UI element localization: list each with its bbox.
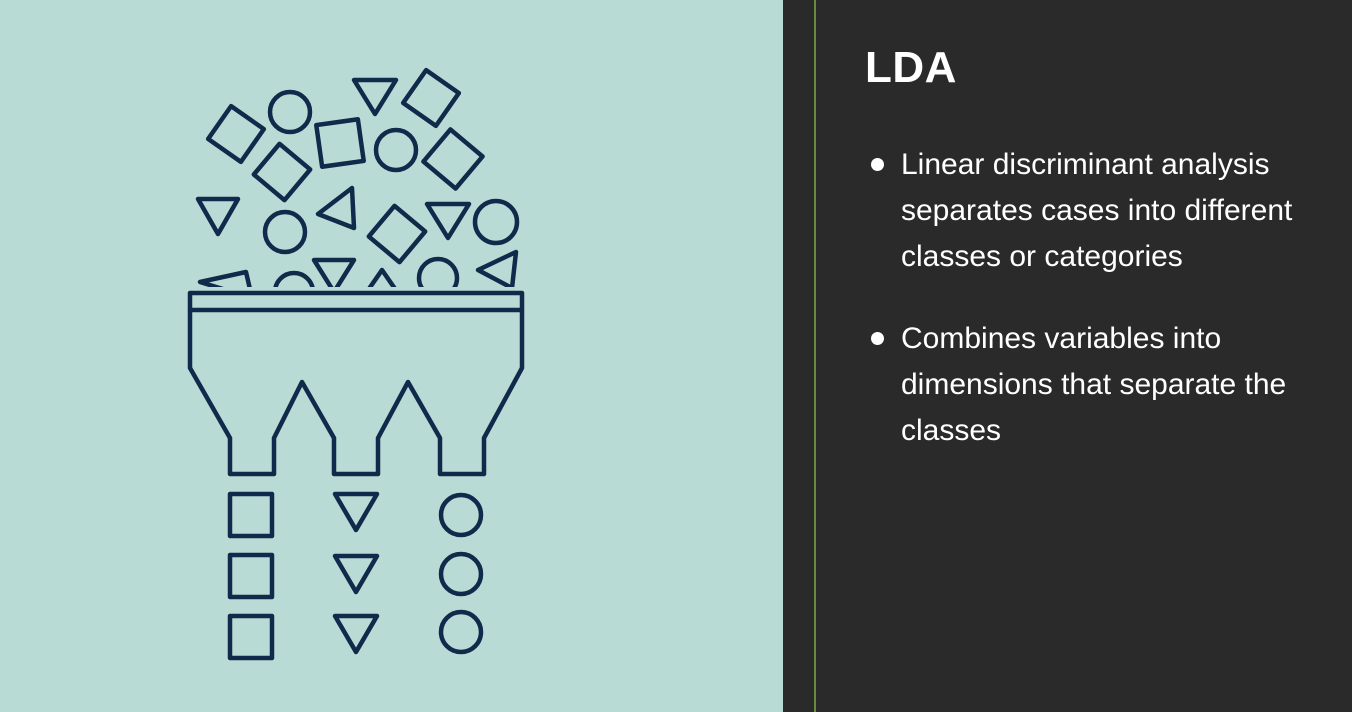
- sorted-triangles: [332, 491, 380, 655]
- funnel-shape: [187, 290, 525, 477]
- triangle-shape: [351, 77, 399, 117]
- triangle-shape: [475, 249, 519, 287]
- sorted-circles: [438, 492, 484, 655]
- circle-shape: [262, 209, 308, 255]
- triangle-shape: [367, 267, 397, 287]
- circle-shape: [472, 198, 520, 246]
- sorted-squares: [227, 491, 275, 661]
- square-shape: [400, 67, 462, 129]
- illustration-panel: [0, 0, 783, 712]
- circle-shape: [373, 127, 419, 173]
- sorting-funnel-icon: [187, 67, 525, 661]
- accent-divider: [814, 0, 816, 712]
- square-shape: [205, 103, 267, 165]
- text-panel: LDA Linear discriminant analysis separat…: [783, 0, 1352, 712]
- triangle-shape: [315, 185, 357, 231]
- circle-shape: [273, 270, 315, 287]
- triangle-shape: [311, 257, 357, 287]
- bullet-dot-icon: [871, 332, 884, 345]
- square-shape: [421, 127, 485, 191]
- bullet-list: Linear discriminant analysis separates c…: [871, 142, 1341, 490]
- slide-title: LDA: [865, 43, 957, 92]
- circle-shape: [416, 256, 460, 287]
- square-shape: [366, 203, 428, 265]
- triangle-shape: [197, 269, 252, 287]
- bullet-dot-icon: [871, 158, 884, 171]
- bullet-text: Combines variables into dimensions that …: [901, 322, 1287, 447]
- funnel-body: [187, 310, 525, 477]
- circle-shape: [267, 89, 313, 135]
- bullet-item: Combines variables into dimensions that …: [871, 316, 1341, 454]
- triangle-shape: [424, 201, 472, 241]
- bullet-item: Linear discriminant analysis separates c…: [871, 142, 1341, 280]
- square-shape: [251, 141, 313, 203]
- triangle-shape: [195, 196, 241, 237]
- square-shape: [314, 117, 366, 169]
- bullet-text: Linear discriminant analysis separates c…: [901, 148, 1293, 273]
- mixed-shapes-pile: [195, 67, 520, 287]
- funnel-rim: [187, 290, 525, 313]
